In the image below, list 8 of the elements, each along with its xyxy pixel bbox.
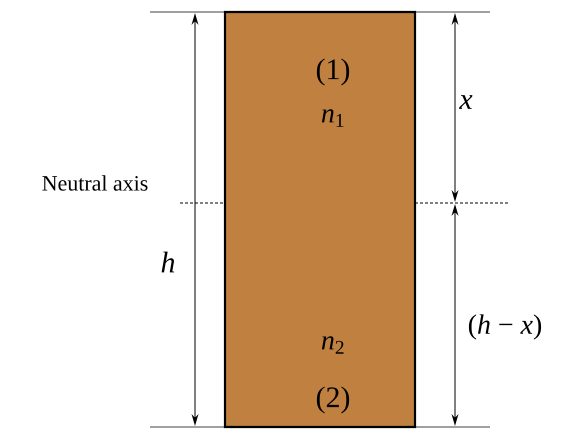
dimension-label: x (459, 95, 472, 109)
dimension-label: (h − x) (468, 314, 542, 340)
section-label: n$_{2}$ (322, 336, 344, 354)
section-label: (2) (316, 386, 350, 414)
section-label: n$_{1}$ (322, 109, 344, 127)
axis-label: Neutral axis (42, 175, 148, 191)
dimension-label: h (162, 252, 174, 272)
section-label: (1) (316, 58, 350, 86)
